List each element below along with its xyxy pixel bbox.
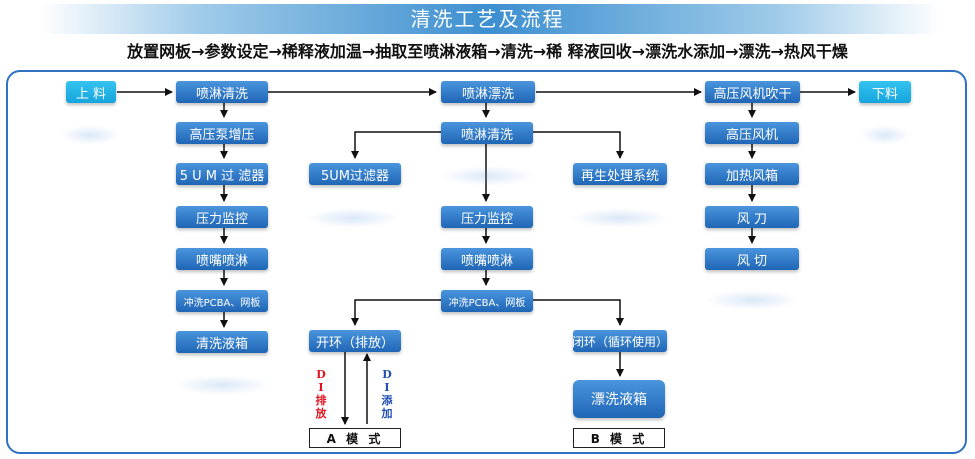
reflection: [440, 166, 535, 186]
node-pressure-monitor-1: 压力监控: [176, 206, 268, 228]
node-closed-loop: 闭环（循环使用）: [572, 330, 668, 352]
node-rinse-pcba-1: 冲洗PCBA、网板: [176, 290, 268, 312]
arrow-to-closed-loop: [530, 299, 624, 326]
arrow-c2-to-regen: [530, 131, 624, 159]
mode-b-box: B 模 式: [573, 428, 665, 448]
node-unload: 下料: [859, 81, 911, 103]
reflection: [570, 208, 670, 228]
node-nozzle-spray-2: 喷嘴喷淋: [441, 248, 533, 270]
node-filter-2: 5UM过滤器: [309, 163, 401, 185]
node-spray-clean-1: 喷淋清洗: [176, 81, 268, 103]
node-hp-air-blow: 高压风机吹干: [705, 81, 800, 103]
title-banner: [40, 4, 940, 34]
node-nozzle-spray-1: 喷嘴喷淋: [176, 248, 268, 270]
node-air-cut: 风 切: [705, 248, 799, 270]
node-rinse-tank: 漂洗液箱: [573, 380, 665, 418]
node-hp-fan: 高压风机: [705, 122, 799, 144]
process-summary: 放置网板→参数设定→稀释液加温→抽取至喷淋液箱→清洗→稀 释液回收→漂洗水添加→…: [127, 42, 848, 61]
node-pressure-monitor-2: 压力监控: [441, 206, 533, 228]
reflection: [305, 208, 400, 228]
node-rinse-pcba-2: 冲洗PCBA、网板: [441, 290, 533, 312]
node-pump-boost: 高压泵增压: [176, 122, 268, 144]
node-clean-tank: 清洗液箱: [176, 331, 268, 353]
arrow-c2-to-filter: [351, 131, 444, 159]
arrow-to-open-loop: [351, 299, 444, 326]
label-di-drain: DI排放: [315, 368, 327, 420]
node-spray-clean-2: 喷淋清洗: [441, 122, 533, 144]
node-spray-rinse: 喷淋漂洗: [441, 81, 535, 103]
node-heat-air-box: 加热风箱: [705, 163, 799, 185]
mode-a-box: A 模 式: [309, 428, 401, 448]
page-title: 清洗工艺及流程: [410, 7, 565, 31]
label-di-add: DI添加: [381, 368, 393, 420]
reflection: [175, 375, 270, 395]
reflection: [705, 290, 800, 310]
node-regen-system: 再生处理系统: [573, 163, 667, 185]
diagram-frame: [6, 70, 967, 454]
reflection: [60, 125, 120, 145]
node-filter-1: 5 U M 过 滤器: [176, 163, 268, 185]
reflection: [860, 125, 910, 145]
node-open-loop: 开环（排放）: [309, 330, 401, 352]
node-air-knife: 风 刀: [705, 206, 799, 228]
node-load: 上 料: [66, 81, 116, 103]
